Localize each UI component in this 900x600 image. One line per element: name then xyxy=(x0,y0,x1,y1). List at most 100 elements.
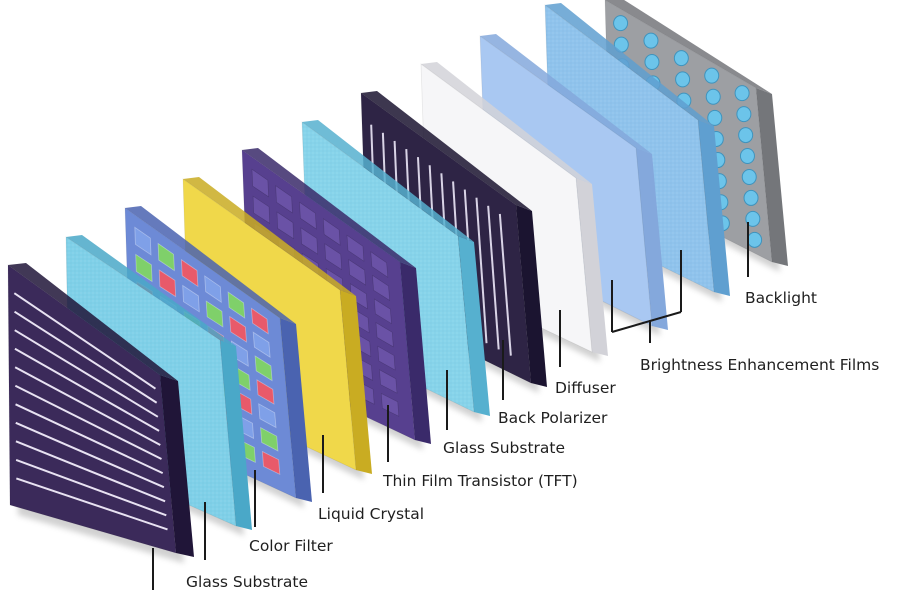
polarizer-line xyxy=(487,205,500,350)
filter-cell xyxy=(254,355,273,382)
label-tft: Thin Film Transistor (TFT) xyxy=(382,472,578,490)
layer-edge xyxy=(698,120,730,296)
filter-cell xyxy=(134,226,152,256)
layer-top-edge xyxy=(66,235,236,346)
led-dot xyxy=(707,109,723,126)
layer-top-edge xyxy=(242,148,416,268)
filter-cell xyxy=(204,275,222,303)
layer-edge xyxy=(516,205,547,387)
polarizer-line xyxy=(13,310,158,404)
tft-cell xyxy=(375,322,394,348)
polarizer-line xyxy=(15,421,165,489)
layer-top-edge xyxy=(183,177,356,296)
tft-cell xyxy=(370,251,389,278)
layer-front-polarizer xyxy=(7,263,194,563)
layer-labels: Glass Substrate Color Filter Liquid Crys… xyxy=(186,289,879,591)
label-color-filter: Color Filter xyxy=(249,537,333,555)
led-dot xyxy=(738,127,754,144)
led-dot xyxy=(643,32,659,49)
layer-edge xyxy=(280,318,312,502)
polarizer-line xyxy=(15,403,164,475)
filter-cell xyxy=(250,307,269,335)
tft-cell xyxy=(346,234,365,262)
led-dot xyxy=(747,231,763,248)
led-dot xyxy=(673,50,689,67)
layer-edge xyxy=(160,375,194,557)
layer-edge xyxy=(636,148,668,330)
tft-cell xyxy=(299,201,317,230)
tft-cell xyxy=(276,211,295,240)
label-glass-substrate-back: Glass Substrate xyxy=(443,439,565,457)
tft-cell xyxy=(300,227,319,255)
leader-lines xyxy=(152,222,749,590)
filter-cell xyxy=(258,403,277,429)
tft-cell xyxy=(373,298,392,325)
layer-top-edge xyxy=(480,34,652,154)
layer-panels xyxy=(7,0,788,563)
polarizer-line xyxy=(498,213,512,356)
led-dot xyxy=(613,15,629,32)
leader-bef-join xyxy=(611,311,682,333)
polarizer-line xyxy=(15,440,166,503)
layer-top-edge xyxy=(361,91,532,211)
layer-edge xyxy=(756,88,788,266)
label-liquid-crystal: Liquid Crystal xyxy=(318,505,424,523)
led-dot xyxy=(705,88,721,105)
filter-cell xyxy=(182,284,200,313)
polarizer-line xyxy=(475,197,488,344)
layer-top-edge xyxy=(302,120,474,242)
layer-top-edge xyxy=(421,62,592,184)
filter-cell xyxy=(260,426,279,452)
filter-cell xyxy=(261,450,281,475)
polarizer-line xyxy=(14,384,162,460)
label-diffuser: Diffuser xyxy=(555,379,616,397)
led-dot xyxy=(644,54,660,71)
polarizer-line xyxy=(14,329,159,418)
tft-cell xyxy=(380,392,400,417)
led-dot xyxy=(745,210,761,227)
layer-top-edge xyxy=(545,3,714,126)
layer-edge xyxy=(458,236,490,416)
filter-cell xyxy=(252,331,271,358)
polarizer-line xyxy=(16,477,168,531)
filter-cell xyxy=(135,253,153,283)
label-bef: Brightness Enhancement Films xyxy=(640,356,879,374)
tft-cell xyxy=(275,185,293,214)
tft-cell xyxy=(348,259,366,286)
led-dot xyxy=(743,189,759,206)
polarizer-line xyxy=(13,292,157,390)
led-dot xyxy=(736,106,752,123)
polarizer-line xyxy=(14,347,160,432)
tft-cell xyxy=(379,369,398,394)
tft-cell xyxy=(252,195,271,224)
filter-cell xyxy=(227,291,246,319)
led-dot xyxy=(675,71,691,88)
filter-cell xyxy=(180,258,199,288)
led-dot xyxy=(741,168,757,185)
filter-cell xyxy=(205,300,224,328)
led-dot xyxy=(739,148,755,165)
tft-cell xyxy=(251,168,269,198)
layer-top-edge xyxy=(125,206,296,324)
polarizer-line xyxy=(14,366,161,446)
layer-top-edge xyxy=(8,263,178,381)
filter-cell xyxy=(256,379,275,405)
layer-edge xyxy=(220,340,252,530)
layer-edge xyxy=(576,178,608,356)
tft-cell xyxy=(322,218,341,246)
tft-cell xyxy=(377,345,396,371)
polarizer-line xyxy=(15,458,167,517)
layer-edge xyxy=(400,262,431,444)
layer-edge xyxy=(340,290,372,474)
filter-cell xyxy=(229,315,247,343)
tft-cell xyxy=(372,274,390,301)
layer-top-edge xyxy=(605,0,772,94)
label-back-polarizer: Back Polarizer xyxy=(498,409,608,427)
label-glass-substrate-front: Glass Substrate xyxy=(186,573,308,591)
tft-cell xyxy=(324,243,343,271)
filter-cell xyxy=(157,242,175,272)
led-dot xyxy=(704,67,720,84)
led-dot xyxy=(734,85,750,102)
